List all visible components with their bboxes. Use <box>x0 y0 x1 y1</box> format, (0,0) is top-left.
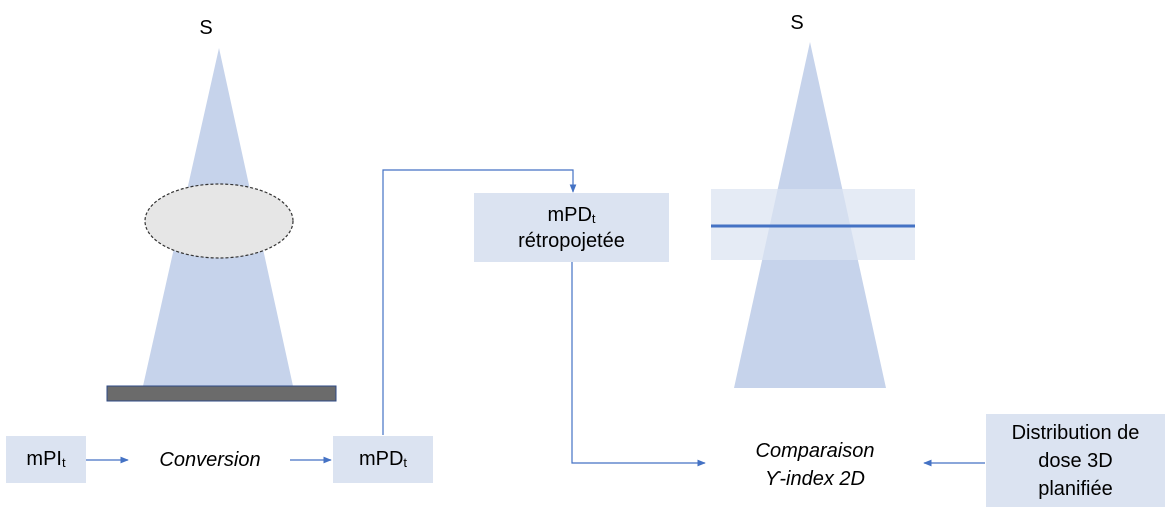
mpi-label: mPI <box>26 447 62 470</box>
mpd-retro-label: mPD <box>547 203 592 226</box>
mpi-subscript: t <box>61 454 66 470</box>
mpd-retro-box: mPDt rétropojetée <box>474 193 669 262</box>
distribution-line2: dose 3D <box>1038 449 1113 472</box>
detector-panel <box>106 385 337 402</box>
mpd-subscript: t <box>403 454 408 470</box>
arrow-retro-to-comparison <box>571 261 706 467</box>
comparison-label: Comparaison ϒ-index 2D <box>710 437 920 493</box>
distribution-line1: Distribution de <box>1011 421 1140 444</box>
distribution-line3: planifiée <box>1038 477 1113 500</box>
mpd-box: mPDt <box>333 436 433 483</box>
distribution-box: Distribution de dose 3D planifiée <box>986 414 1165 507</box>
mpd-retro-line2: rétropojetée <box>518 229 625 252</box>
comparison-line1: Comparaison <box>755 440 875 462</box>
left-source-label: S <box>199 17 213 39</box>
phantom-ellipse <box>144 183 294 259</box>
comparison-line2: ϒ-index 2D <box>765 468 865 490</box>
mpi-box: mPIt <box>6 436 86 483</box>
arrow-mpd-to-retro <box>382 169 577 435</box>
mpd-label: mPD <box>358 447 404 470</box>
conversion-label: Conversion <box>159 449 261 471</box>
mpd-retro-subscript: t <box>591 210 596 226</box>
right-source-label: S <box>790 12 804 34</box>
